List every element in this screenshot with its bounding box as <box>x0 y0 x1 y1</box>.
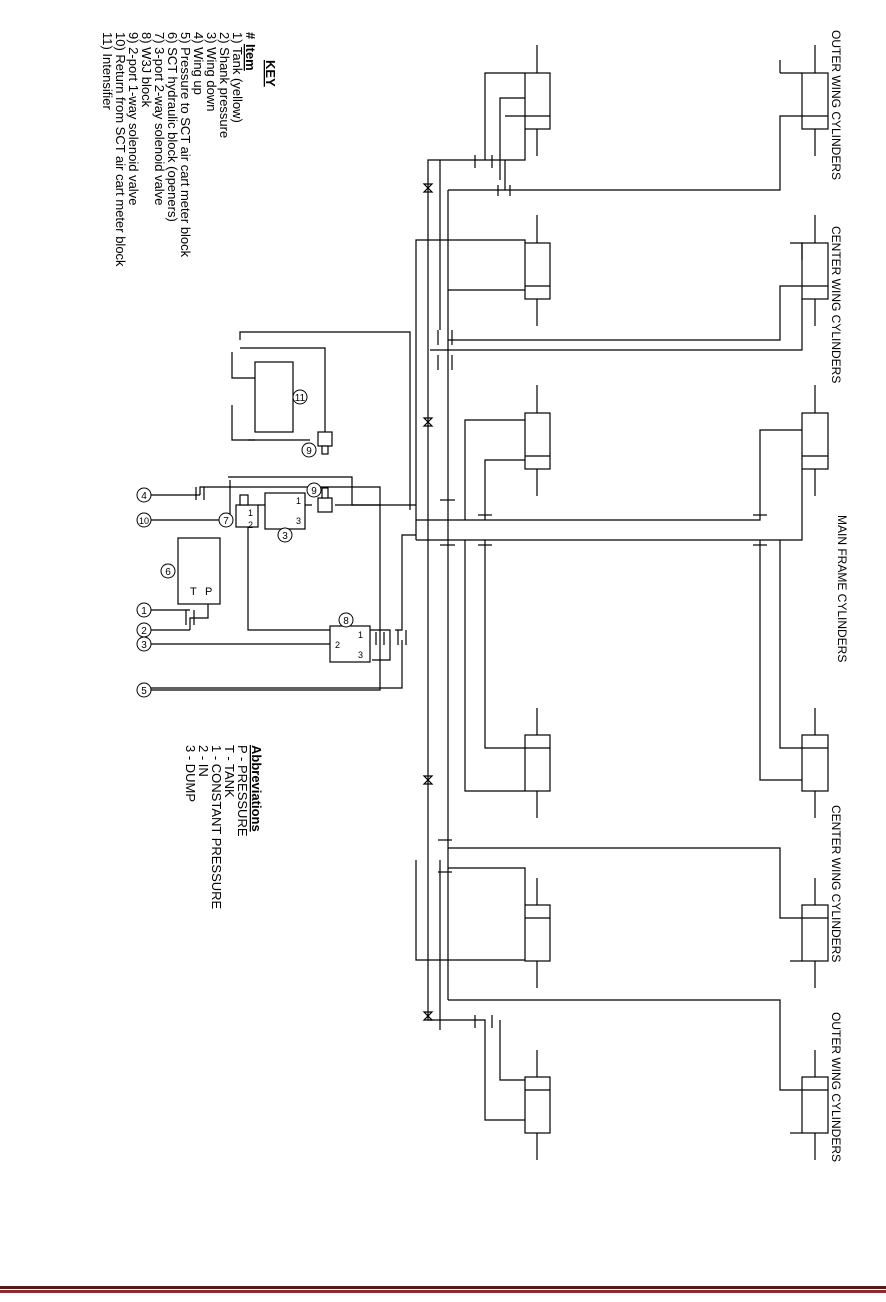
w3j-port-2: 2 <box>335 640 340 650</box>
abbreviation-item: 1 - CONSTANT PRESSURE <box>209 745 224 910</box>
port-labels: 4 10 1 2 3 5 <box>136 487 152 698</box>
sct-block-number: 6 <box>165 567 171 578</box>
w3j-block: 1 2 3 8 <box>329 612 371 663</box>
abbreviation-item: 3 - DUMP <box>183 745 198 802</box>
key-item: 6) SCT hydraulic block (openers) <box>165 32 180 222</box>
cylinders <box>524 45 829 1160</box>
intensifier: 11 <box>254 361 308 433</box>
key-legend: KEY # Item 1) Tank (yellow) 2) Shank pre… <box>100 32 278 267</box>
cylinder <box>524 878 551 988</box>
key-item: 10) Return from SCT air cart meter block <box>113 32 128 267</box>
abbreviations-title: Abbreviations <box>249 745 264 832</box>
abbreviation-item: T - TANK <box>222 745 237 798</box>
cylinder <box>801 878 829 988</box>
hydraulic-lines <box>145 60 803 1134</box>
section-label-outer-wing-bottom: OUTER WING CYLINDERS <box>829 1012 843 1162</box>
key-header-num: # <box>243 32 258 40</box>
fittings <box>185 155 767 1028</box>
port-3-label: 3 <box>141 640 147 651</box>
footer-rule-dark <box>0 1286 886 1289</box>
abbreviation-item: P - PRESSURE <box>235 745 250 837</box>
sct-hydraulic-block: P T 6 <box>160 537 221 605</box>
cylinder <box>524 1050 551 1160</box>
solenoid-9-top-number: 9 <box>306 446 312 457</box>
w3j-port-1: 1 <box>358 630 363 640</box>
key-item: 9) 2-port 1-way solenoid valve <box>126 32 141 205</box>
port-10-label: 10 <box>139 516 149 526</box>
w3j-port-3: 3 <box>358 650 363 660</box>
solenoid-valve-7: 1 2 7 <box>218 494 259 530</box>
w3j-number: 8 <box>343 616 349 627</box>
cylinder <box>801 708 829 818</box>
solenoid-9-number: 9 <box>311 486 317 497</box>
port-2-label: 2 <box>141 626 147 637</box>
key-item: 1) Tank (yellow) <box>230 32 245 123</box>
key-item: 3) Wing down <box>204 32 219 111</box>
port-4-label: 4 <box>141 491 147 502</box>
intensifier-number: 11 <box>295 393 306 404</box>
solenoid-valve-9-top: 9 <box>301 431 333 458</box>
cylinder <box>524 45 551 156</box>
block-3-port-1: 1 <box>296 496 301 506</box>
port-5-label: 5 <box>141 686 147 697</box>
footer-rule-mid <box>0 1290 886 1293</box>
key-header-item: Item <box>243 44 258 71</box>
key-item: 8) W3J block <box>139 32 154 108</box>
solenoid-valve-9: 9 <box>306 482 333 513</box>
key-title: KEY <box>263 60 278 87</box>
abbreviations-legend: Abbreviations P - PRESSURE T - TANK 1 - … <box>183 745 264 910</box>
sct-port-p: P <box>205 586 212 598</box>
valve-7-number: 7 <box>223 516 229 527</box>
cylinder <box>801 1050 829 1160</box>
valve-7-port-1: 1 <box>248 508 253 518</box>
key-item: 7) 3-port 2-way solenoid valve <box>152 32 167 205</box>
abbreviation-item: 2 - IN <box>196 745 211 777</box>
block-3-port-3: 3 <box>296 516 301 526</box>
key-item: 11) Intensifier <box>100 32 115 110</box>
key-item: 5) Pressure to SCT air cart meter block <box>178 32 193 258</box>
port-1-label: 1 <box>141 606 147 617</box>
section-label-center-wing-bottom: CENTER WING CYLINDERS <box>829 805 843 962</box>
cylinder <box>524 385 551 496</box>
cylinder <box>524 708 551 818</box>
cylinder <box>524 215 551 326</box>
key-item: 4) Wing up <box>191 32 206 95</box>
block-3-number: 3 <box>282 531 288 542</box>
cylinder <box>801 45 829 156</box>
valve-7-port-2: 2 <box>248 520 253 530</box>
key-item: 2) Shank pressure <box>217 32 232 138</box>
footer-rule <box>0 1286 886 1293</box>
section-label-outer-wing-top: OUTER WING CYLINDERS <box>829 30 843 180</box>
section-label-main-frame: MAIN FRAME CYLINDERS <box>835 515 849 662</box>
section-label-center-wing-top: CENTER WING CYLINDERS <box>829 226 843 383</box>
sct-port-t: T <box>190 586 197 598</box>
cylinder <box>801 385 829 496</box>
cylinder <box>801 215 829 326</box>
check-valves <box>422 183 434 1021</box>
valve-block-3: 1 3 3 <box>264 492 306 543</box>
